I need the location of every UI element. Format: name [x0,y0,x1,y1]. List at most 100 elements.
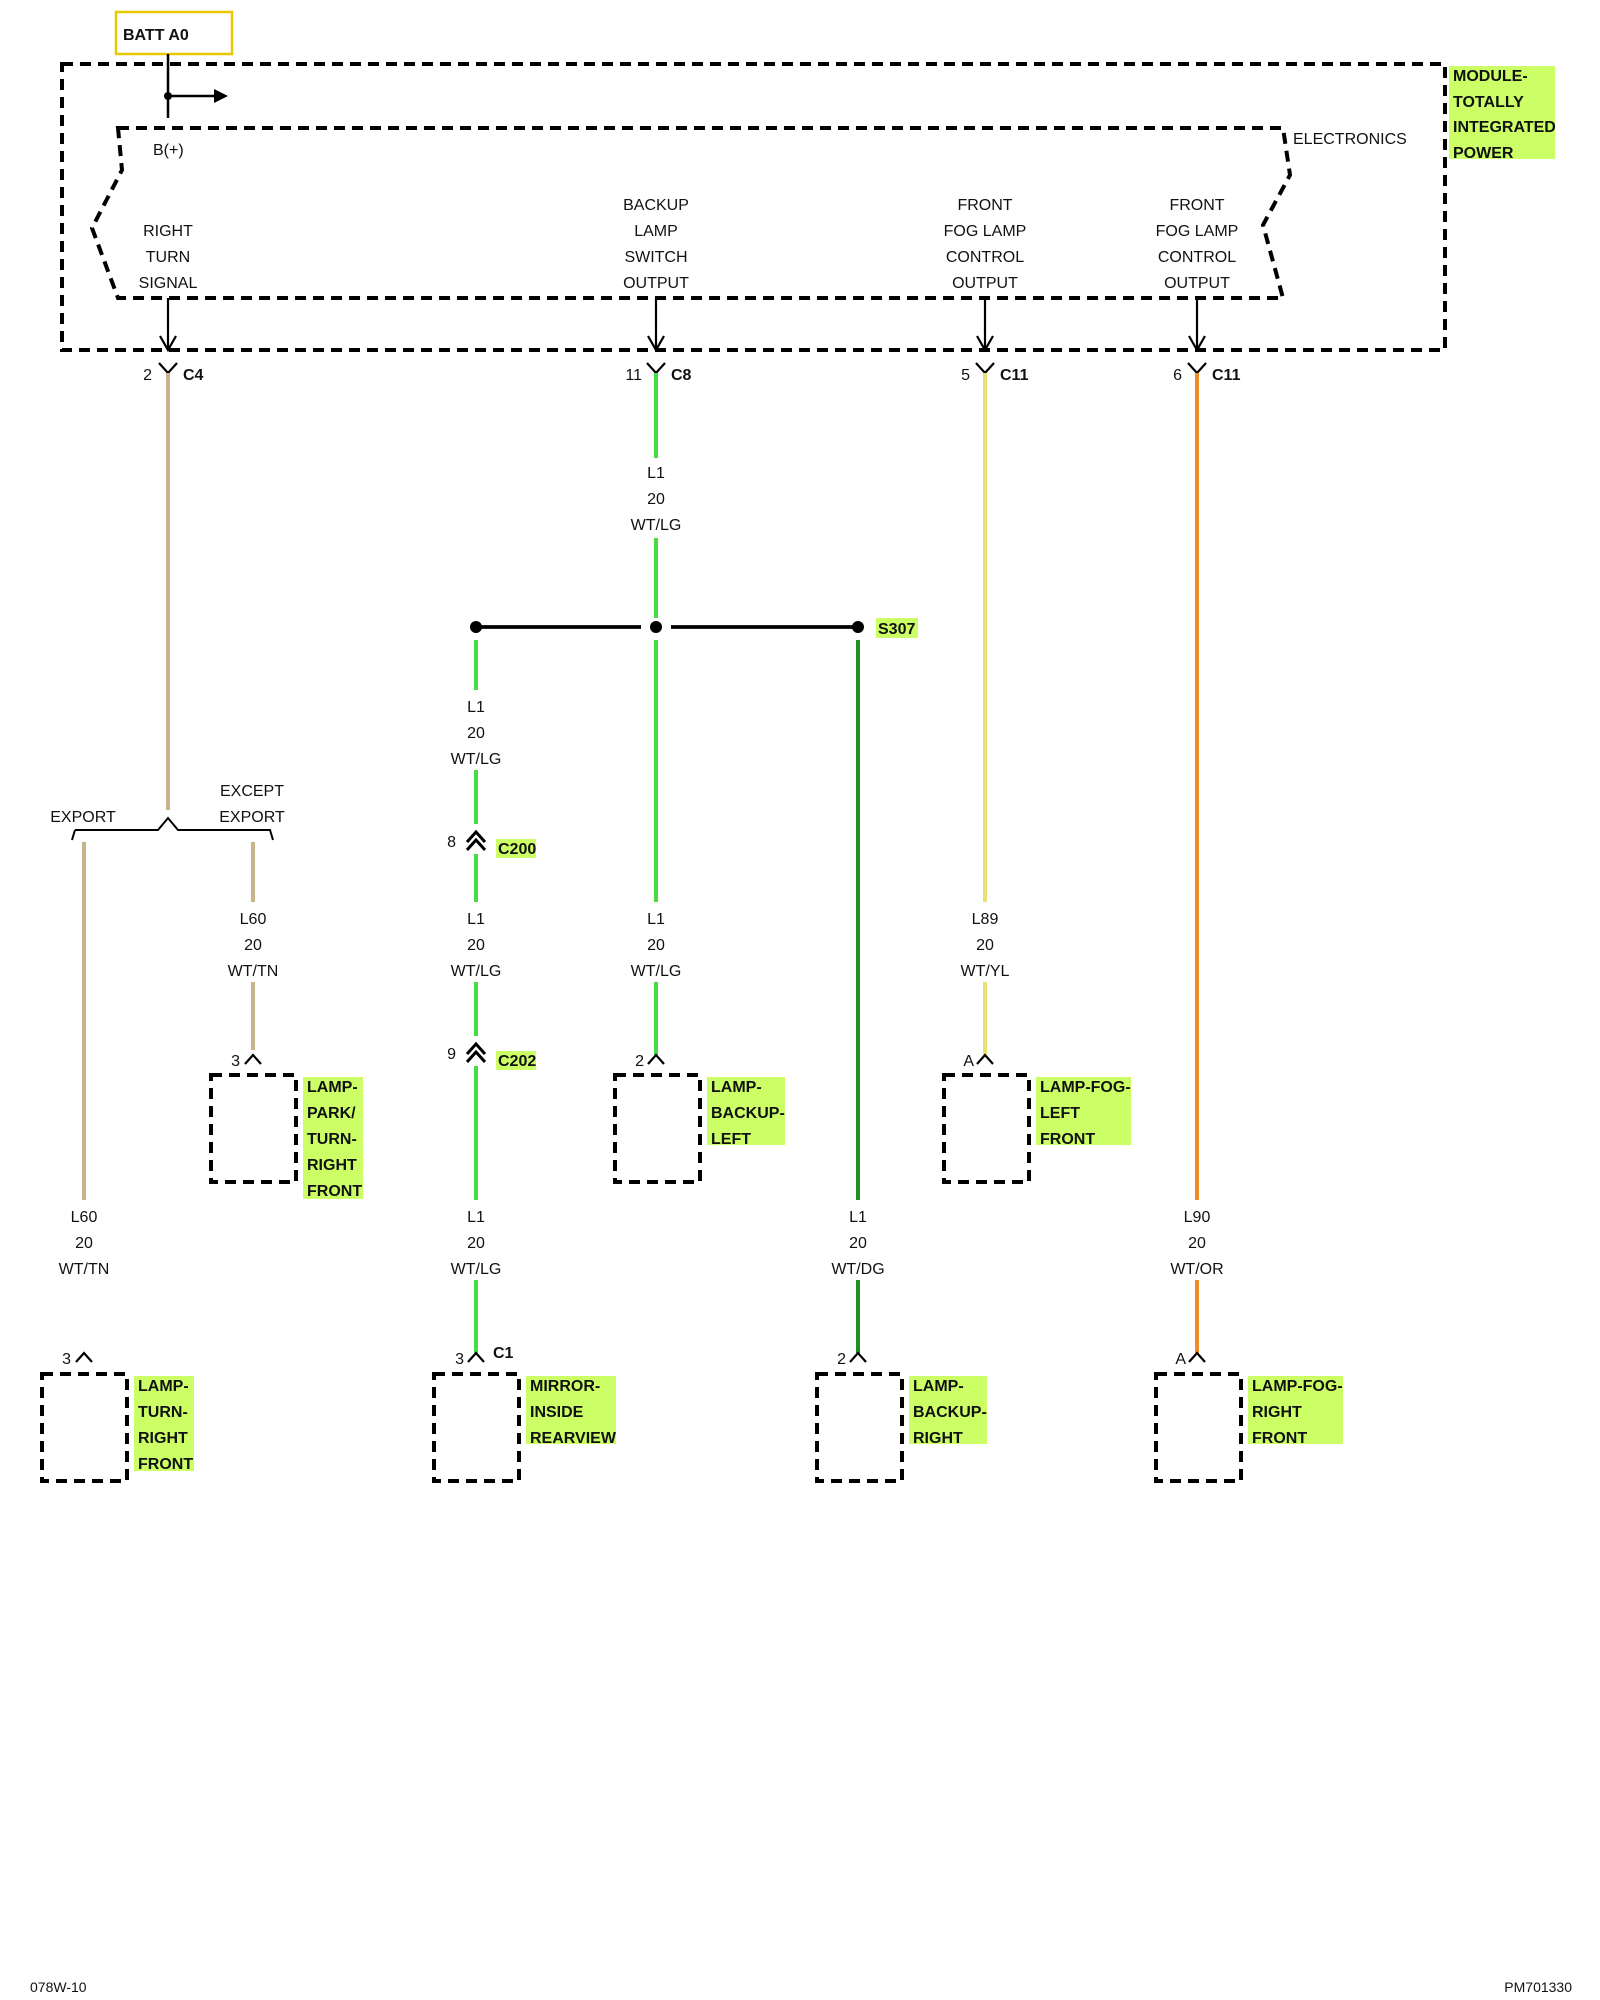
output-right-turn: TURN [146,249,190,266]
wire-label: WT/LG [451,963,502,980]
wire-label: L1 [467,699,485,716]
wire-label: 20 [467,937,485,954]
component-label: LAMP-FOG- [1040,1079,1131,1096]
arrow-right-icon [214,89,228,103]
component-label: TURN- [307,1131,357,1148]
bplus-label: B(+) [153,142,184,159]
wire-label: L1 [647,911,665,928]
chevron-down-icon [647,335,665,353]
wire-label: L60 [71,1209,98,1226]
pin-number: 8 [447,834,456,851]
wire-label: 20 [1188,1235,1206,1252]
component-label: PARK/ [307,1105,356,1122]
electronics-outline [89,126,1293,300]
footer-left: 078W-10 [30,1979,87,1995]
splice-node [470,621,482,633]
branch-except-label: EXPORT [219,809,285,826]
inline-connector-icon [465,1041,487,1064]
splice-node [852,621,864,633]
splice-label: S307 [878,621,915,638]
component-box [815,1372,904,1483]
output-fog-right: FRONT [1169,197,1224,214]
pin-number: 3 [62,1351,71,1368]
output-backup: SWITCH [624,249,687,266]
wire-label: L1 [647,465,665,482]
component-label: LAMP- [307,1079,358,1096]
batt-box [114,10,234,56]
wire-label: L1 [467,1209,485,1226]
wire-label: L90 [1184,1209,1211,1226]
wire-label: L1 [467,911,485,928]
component-label: TURN- [138,1404,188,1421]
component-box [942,1073,1031,1184]
component-label: MIRROR- [530,1378,600,1395]
component-label: FRONT [1040,1131,1095,1148]
wire-label: 20 [75,1235,93,1252]
wire-label: L60 [240,911,267,928]
component-label: RIGHT [138,1430,188,1447]
pin-number: 11 [625,367,642,384]
wire-label: 20 [849,1235,867,1252]
pin-number: 2 [635,1053,644,1070]
component-label: LAMP- [711,1079,762,1096]
chevron-down-icon [976,335,994,353]
output-right-turn: RIGHT [143,223,193,240]
connector-c11: C11 [1000,367,1029,384]
wire-label: 20 [467,725,485,742]
wire-label: WT/LG [631,517,682,534]
wire-label: L1 [849,1209,867,1226]
component-box [613,1073,702,1184]
component-label: FRONT [307,1183,362,1200]
output-fog-left: FOG LAMP [944,223,1027,240]
wire-label: WT/LG [631,963,682,980]
component-box [40,1372,129,1483]
wire-label: 20 [244,937,262,954]
pin-number: 9 [447,1046,456,1063]
component-label: RIGHT [913,1430,963,1447]
electronics-label: ELECTRONICS [1293,131,1407,148]
module-title-line: POWER [1453,145,1514,162]
connector-c200: C200 [498,841,536,858]
inline-connector-icon [465,829,487,852]
branch-except-label: EXCEPT [220,783,284,800]
footer-right: PM701330 [1504,1979,1572,1995]
splice-node [650,621,662,633]
output-backup: OUTPUT [623,275,689,292]
wire-branch [71,816,274,841]
component-label: LAMP- [138,1378,189,1395]
chevron-down-icon [1188,335,1206,353]
connector-c202: C202 [498,1053,536,1070]
pin-number: 3 [455,1351,464,1368]
component-label: RIGHT [1252,1404,1302,1421]
component-box [209,1073,298,1184]
wire-label: WT/LG [451,1261,502,1278]
output-fog-right: OUTPUT [1164,275,1230,292]
module-title-line: TOTALLY [1453,94,1524,111]
component-label: REARVIEW [530,1430,617,1447]
pin-number: 2 [837,1351,846,1368]
component-box [432,1372,521,1483]
component-label: BACKUP- [711,1105,785,1122]
pin-number: 2 [143,367,152,384]
connector-c11: C11 [1212,367,1241,384]
output-backup: BACKUP [623,197,689,214]
wire-label: 20 [647,937,665,954]
wire-label: WT/LG [451,751,502,768]
component-label: LAMP- [913,1378,964,1395]
connector-c4: C4 [183,367,204,384]
module-outline [60,62,1447,352]
component-label: LAMP-FOG- [1252,1378,1343,1395]
wire-label: WT/TN [59,1261,110,1278]
wire-label: WT/OR [1170,1261,1223,1278]
output-fog-right: FOG LAMP [1156,223,1239,240]
wire-label: WT/DG [831,1261,884,1278]
branch-export-label: EXPORT [50,809,116,826]
component-box [1154,1372,1243,1483]
output-backup: LAMP [634,223,678,240]
output-fog-left: FRONT [957,197,1012,214]
component-label: BACKUP- [913,1404,987,1421]
chevron-down-icon [159,335,177,353]
pin-number: 6 [1173,367,1182,384]
component-label: FRONT [1252,1430,1307,1447]
